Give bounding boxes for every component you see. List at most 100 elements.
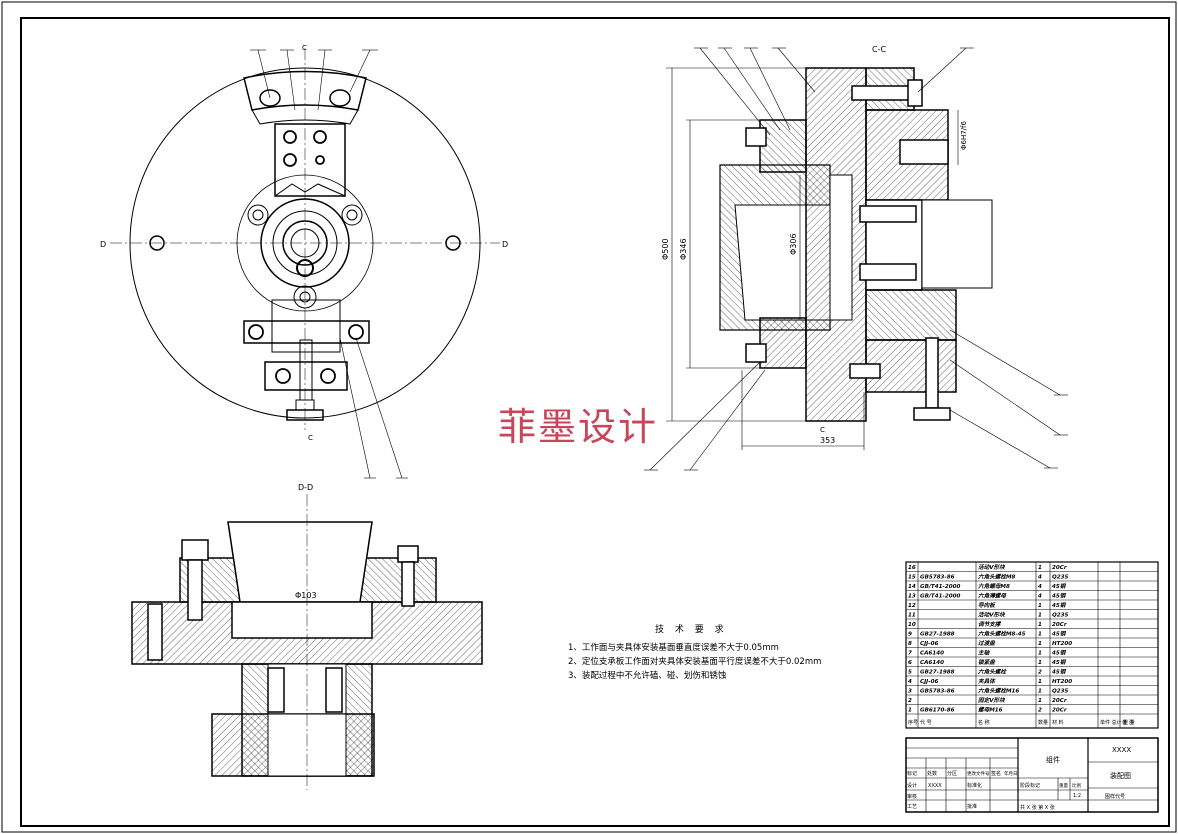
tb-scale: 比例 [1072,782,1081,789]
bom-cell-no: 11 [908,613,916,619]
bom-header-note: 备 注 [1122,719,1134,726]
bom-cell-no: 7 [908,651,912,657]
bom-cell-qty: 1 [1038,622,1042,628]
bom-cell-mat: Q235 [1052,689,1069,695]
bom-cell-name: 六角薄螺母 [978,593,1007,600]
tb-design: 设计 [907,782,917,789]
tb-sign: 签名 [991,770,1001,777]
bom-cell-no: 3 [908,689,912,695]
bom-cell-no: 8 [908,641,912,647]
tb-designer: XXXX [928,783,942,789]
bom-cell-no: 14 [908,584,916,590]
tech-line-2: 2、定位支承板工作面对夹具体安装基面平行度误差不大于0.02mm [568,656,821,667]
bom-cell-code: CJJ-06 [920,679,938,685]
bom-cell-mat: 20Cr [1052,565,1068,571]
bom-cell-code: CA6140 [920,651,944,657]
label-c-side: C [820,426,825,434]
bom-cell-no: 4 [908,679,912,685]
tb-company: XXXX [1112,746,1131,754]
tb-code: 图样代号 [1105,793,1125,800]
bom-cell-no: 15 [908,575,916,581]
bom-cell-qty: 1 [1038,679,1042,685]
tb-drawing-name: 装配图 [1110,771,1131,780]
tb-sheet: 共 X 张 第 X 张 [1020,804,1055,811]
tb-stage: 阶段标记 [1020,782,1040,789]
section-cc-leaders [644,47,1068,471]
bom-cell-code: GB27-1988 [920,670,955,676]
bom-cell-mat: Q235 [1052,575,1069,581]
bom-cell-qty: 1 [1038,641,1042,647]
bom-cell-mat: 20Cr [1052,622,1068,628]
tb-mark: 标记 [907,770,917,777]
bom-cell-mat: 45钢 [1052,593,1067,600]
tb-change: 更改文件号 [967,770,990,777]
dim-fit: Φ6H7/f6 [960,120,968,150]
section-cc-view: C-C [719,45,993,422]
bom-cell-code: GB27-1988 [920,632,955,638]
section-cc-dimensions [666,67,959,450]
bom-cell-qty: 4 [1038,575,1042,581]
tb-count: 处数 [927,770,937,777]
dim-353: 353 [820,436,835,445]
bom-cell-code: GB5783-86 [920,689,955,695]
tb-std: 标准化 [967,782,982,789]
bom-cell-code: GB6170-86 [920,708,955,714]
bom-cell-mat: Q235 [1052,613,1069,619]
bom-cell-no: 5 [908,670,912,676]
bom-cell-mat: 45钢 [1052,602,1067,609]
bom-cell-mat: 45钢 [1052,669,1067,676]
bom-cell-code: GB5783-86 [920,575,955,581]
bom-cell-name: 活动V形块 [978,612,1006,619]
bom-cell-no: 9 [908,632,912,638]
dim-d103: Φ103 [295,591,317,600]
label-d-left: D [100,240,106,249]
bom-cell-no: 1 [908,708,912,714]
dim-d346: Φ346 [679,238,688,260]
section-dd-title: D-D [298,483,313,492]
bom-cell-mat: 45钢 [1052,659,1067,666]
bom-cell-mat: 20Cr [1052,708,1068,714]
bom-cell-no: 16 [908,565,916,571]
inner-frame [20,17,1170,827]
tb-review: 审核 [907,793,917,800]
bom-cell-mat: 45钢 [1052,650,1067,657]
bom-cell-qty: 1 [1038,565,1042,571]
bom-cell-name: 固定V形块 [978,697,1006,704]
bom-cell-mat: 45钢 [1052,631,1067,638]
label-c-top: C [302,44,307,52]
tb-date: 年月日 [1004,770,1018,777]
bom-cell-qty: 4 [1038,594,1042,600]
bom-cell-name: 导向板 [978,602,996,609]
bom-cell-no: 2 [908,698,912,704]
bom-cell-mat: HT200 [1052,641,1072,647]
tb-approve: 批准 [967,803,977,810]
bom-cell-no: 10 [908,622,916,628]
bom-cell-name: 六角头螺栓 [978,669,1007,676]
tech-title: 技 术 要 求 [655,623,728,635]
bom-cell-qty: 1 [1038,660,1042,666]
tb-name: 组件 [1046,755,1060,764]
bom-cell-code: GB/T41-2000 [920,594,960,600]
title-block [905,737,1159,813]
bom-cell-name: 六角螺母M8 [978,583,1010,590]
bom-cell-name: 六角头螺栓M8 [978,574,1016,581]
bom-header-qty: 数量 [1038,719,1048,726]
tb-process: 工艺 [907,804,917,810]
dim-d306: Φ306 [789,233,798,255]
bom-cell-qty: 1 [1038,651,1042,657]
tb-zone: 分区 [947,770,957,777]
label-c-bottom: C [308,434,313,442]
top-view-leaders [250,49,408,479]
bom-header-weight: 单件 总计 重 量 [1100,719,1135,726]
bom-cell-qty: 2 [1038,708,1042,714]
bom-cell-no: 13 [908,594,916,600]
bom-cell-name: 六角头螺栓M8-45 [978,631,1026,638]
bom-cell-name: 六角头螺栓M16 [978,688,1019,695]
bom-cell-no: 12 [908,603,916,609]
bom-cell-mat: 20Cr [1052,698,1068,704]
bom-cell-qty: 4 [1038,584,1042,590]
bom-cell-mat: 45钢 [1052,583,1067,590]
